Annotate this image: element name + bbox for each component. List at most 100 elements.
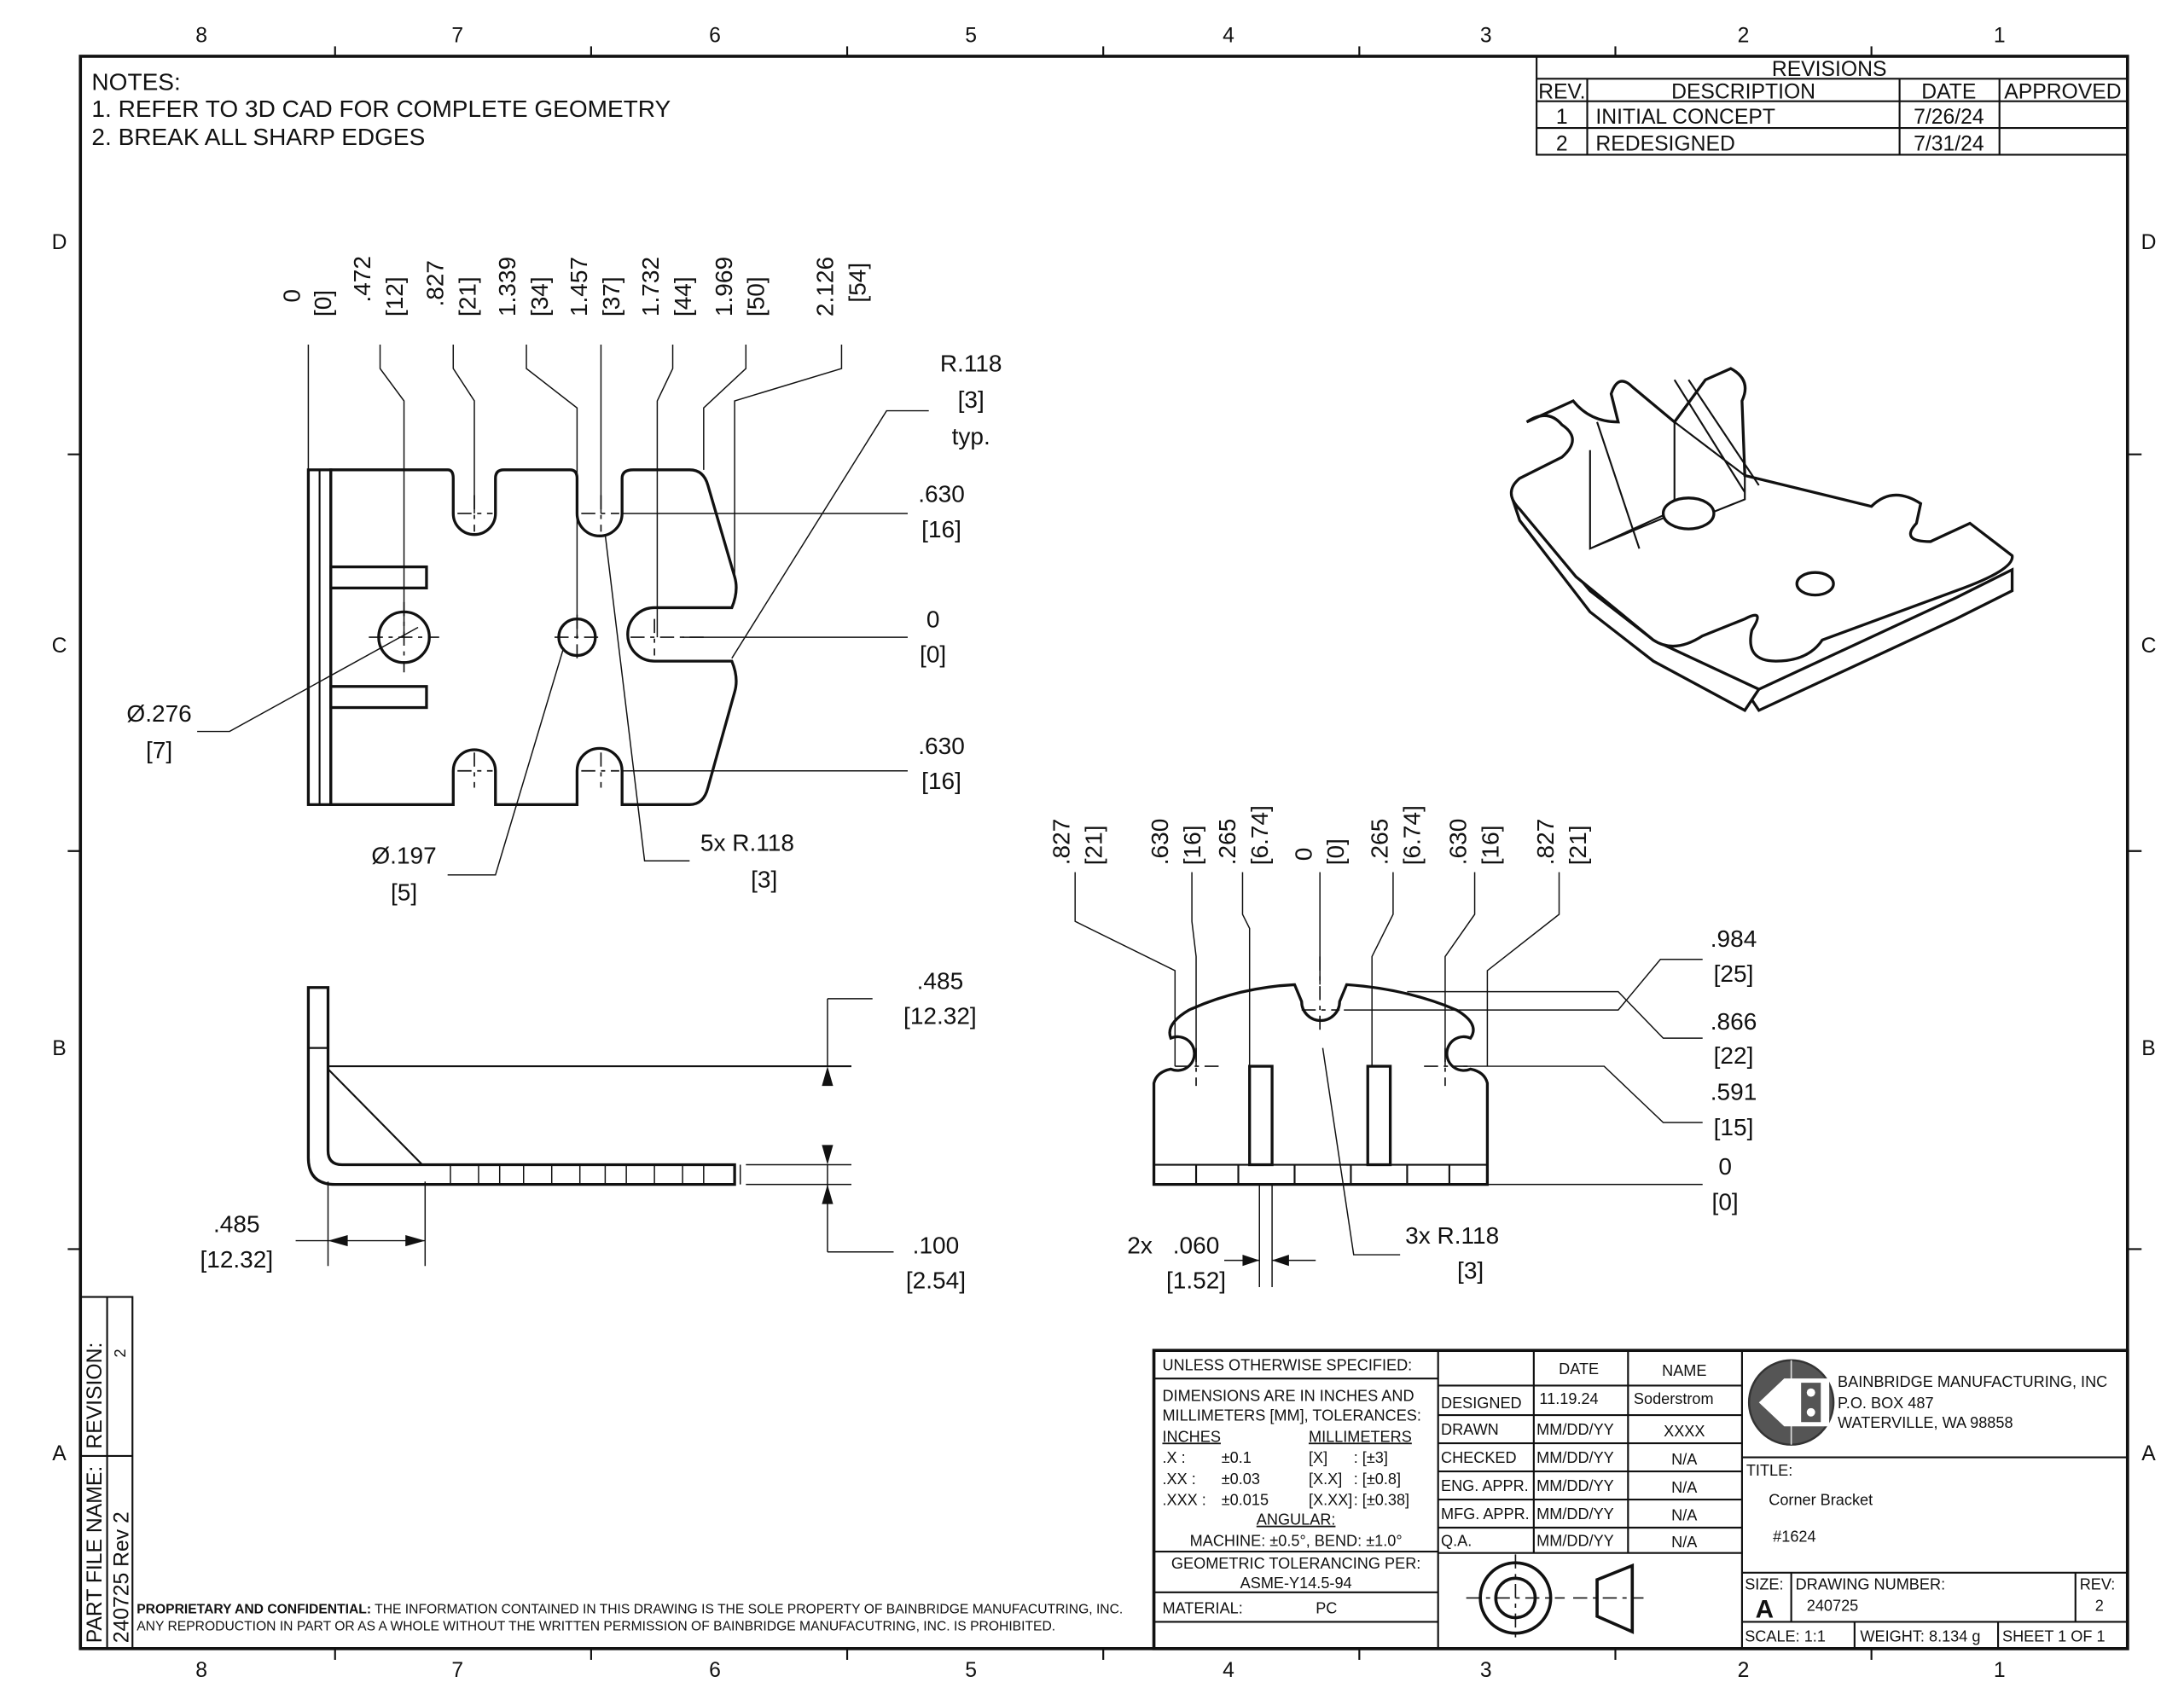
zone-col: 5 (965, 24, 977, 47)
dim-value: 0 (279, 289, 305, 303)
radius-callout-mm: [3] (1457, 1257, 1484, 1284)
radius-callout-note: typ. (952, 423, 990, 450)
tol-mm-key: [X.XX] (1309, 1492, 1352, 1509)
isometric-view (1509, 367, 2014, 712)
size-value: A (1756, 1596, 1774, 1624)
rev-header: APPROVED (2004, 80, 2121, 103)
dim-value: .984 (1711, 925, 1757, 952)
rev-cell: INITIAL CONCEPT (1595, 106, 1775, 129)
rev-cell: 7/31/24 (1914, 132, 1984, 155)
approval-name: N/A (1671, 1534, 1698, 1551)
rev-cell: 7/26/24 (1914, 106, 1984, 129)
approval-role: Q.A. (1441, 1532, 1472, 1549)
dim-mm: [6.74] (1398, 805, 1425, 865)
proprietary-notice: PROPRIETARY AND CONFIDENTIAL: THE INFORM… (136, 1603, 1123, 1634)
mm-label: MILLIMETERS (1309, 1428, 1412, 1445)
dim-value: .060 (1173, 1232, 1220, 1258)
radius-callout: R.118 (940, 350, 1002, 376)
dim-mm: [54] (844, 263, 870, 303)
company-name: BAINBRIDGE MANUFACTURING, INC (1838, 1373, 2107, 1390)
tol-key: .X : (1162, 1449, 1185, 1466)
dim-mm: [0] (1712, 1188, 1739, 1215)
part-file-value: 240725 Rev 2 (110, 1511, 133, 1643)
rev-cell: 1 (1556, 106, 1568, 129)
zone-col: 1 (1994, 1659, 2006, 1682)
zone-col: 2 (1738, 1659, 1750, 1682)
title-label: TITLE: (1746, 1462, 1792, 1479)
dim-mm: [16] (921, 768, 961, 794)
dim-mm: [44] (670, 276, 696, 316)
zone-col: 5 (965, 1659, 977, 1682)
proprietary-bold: PROPRIETARY AND CONFIDENTIAL: (136, 1603, 371, 1617)
angular-value: MACHINE: ±0.5°, BEND: ±1.0° (1190, 1532, 1403, 1549)
approval-date: MM/DD/YY (1536, 1532, 1614, 1549)
dim-value: .472 (349, 256, 375, 303)
zone-col: 7 (451, 1659, 463, 1682)
dim-value: .265 (1366, 819, 1392, 866)
dim-mm: [37] (598, 276, 624, 316)
radius-callout: 3x R.118 (1405, 1222, 1499, 1249)
tol-mm-key: [X.X] (1309, 1470, 1342, 1488)
hole-callout-mm: [7] (146, 737, 172, 763)
part-number: #1624 (1773, 1528, 1815, 1545)
zone-col: 2 (1738, 24, 1750, 47)
dim-mm: [0] (1322, 838, 1349, 865)
company-logo (1747, 1359, 1835, 1446)
rev-header: DATE (1921, 80, 1976, 103)
dim-mm: [12.32] (200, 1246, 273, 1273)
company-address: WATERVILLE, WA 98858 (1838, 1414, 2013, 1431)
dim-mm: [1.52] (1166, 1267, 1226, 1294)
tol-key: .XXX : (1162, 1492, 1205, 1509)
approval-role: DRAWN (1441, 1421, 1499, 1438)
dims-note: MILLIMETERS [MM], TOLERANCES: (1162, 1407, 1421, 1424)
zone-row: C (52, 635, 67, 658)
dim-value: .485 (917, 967, 964, 994)
dim-value: .630 (1445, 819, 1472, 866)
geometric-label: GEOMETRIC TOLERANCING PER: (1171, 1555, 1420, 1572)
zone-row: D (52, 231, 67, 254)
approval-date: MM/DD/YY (1536, 1421, 1614, 1438)
dim-mm: [0] (310, 290, 336, 316)
radius-callout: 5x R.118 (700, 830, 794, 856)
approval-name: Soderstrom (1634, 1390, 1714, 1407)
dim-value: 1.457 (566, 257, 592, 316)
tol-mm-value: : [±0.38] (1354, 1492, 1409, 1509)
dim-value: 1.339 (494, 257, 520, 316)
tol-mm-key: [X] (1309, 1449, 1327, 1466)
dim-value: .630 (1147, 819, 1173, 866)
drawing-number: 240725 (1807, 1597, 1858, 1614)
dim-mm: [25] (1714, 960, 1754, 987)
dim-value: .100 (913, 1232, 960, 1258)
rev-value: 2 (2095, 1597, 2104, 1614)
dim-mm: [21] (455, 276, 481, 316)
dim-mm: [22] (1714, 1042, 1754, 1069)
zone-col: 4 (1223, 1659, 1234, 1682)
approval-role: ENG. APPR. (1441, 1477, 1529, 1494)
notes-title: NOTES: (91, 69, 180, 96)
dim-value: .827 (1048, 819, 1075, 866)
dim-value: 0 (1290, 848, 1316, 861)
approval-name: N/A (1671, 1451, 1698, 1468)
title-block: UNLESS OTHERWISE SPECIFIED: DIMENSIONS A… (1152, 1349, 2129, 1650)
tol-mm-value: : [±0.8] (1354, 1470, 1401, 1488)
revisions-title: REVISIONS (1772, 58, 1887, 81)
hole-callout-mm: [5] (391, 879, 417, 905)
dim-value: .630 (918, 481, 965, 508)
zone-col: 8 (195, 1659, 207, 1682)
rev-header: REV. (1538, 80, 1585, 103)
material-value: PC (1316, 1600, 1337, 1617)
zone-col: 4 (1223, 24, 1234, 47)
dim-value: 2.126 (812, 257, 839, 316)
front-view (1074, 872, 1703, 1287)
revisions-table: REVISIONS REV. DESCRIPTION DATE APPROVED… (1536, 55, 2129, 156)
tol-key: .XX : (1162, 1470, 1195, 1488)
radius-callout-mm: [3] (751, 867, 777, 893)
material-label: MATERIAL: (1162, 1600, 1242, 1617)
approval-date: MM/DD/YY (1536, 1449, 1614, 1466)
note-item: 2. BREAK ALL SHARP EDGES (91, 124, 425, 150)
top-view-dimensions: 0 [0] .472 [12] .827 [21] 1.339 [34] 1.4… (126, 256, 1002, 905)
hole-callout: Ø.276 (126, 700, 191, 727)
top-view (197, 345, 929, 876)
dim-value: .485 (213, 1211, 260, 1238)
